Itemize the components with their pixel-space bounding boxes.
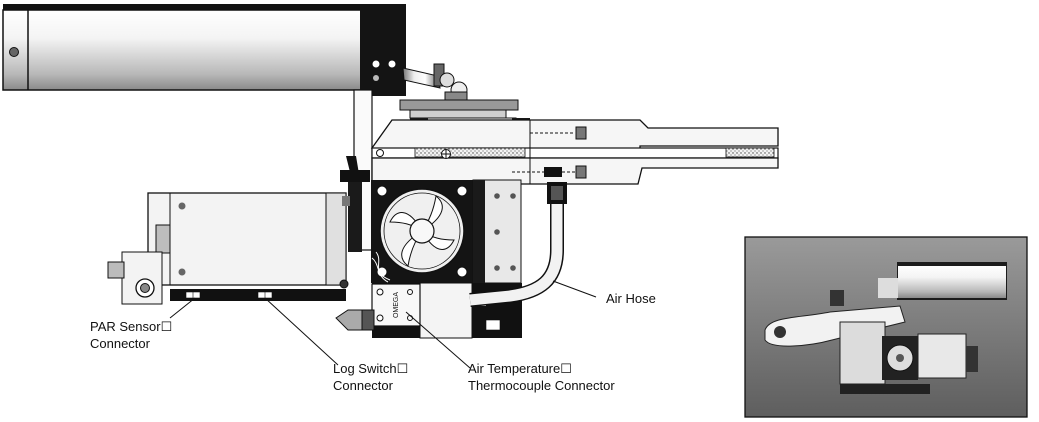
air-temperature-label-line1: Air Temperature☐ [468,361,572,376]
log-switch-label-line2: Connector [333,378,393,393]
fan-housing [371,180,473,283]
controller-box [107,192,349,305]
air-hose-icon [469,182,567,307]
adjustment-knob [402,63,468,103]
par-sensor-label-line1: PAR Sensor☐ [90,319,173,334]
hinge-clip [340,156,370,252]
side-block [472,179,522,284]
omega-brand-text: OMEGA [393,292,400,318]
par-sensor-label-line2: Connector [90,336,150,351]
product-photo [744,236,1028,418]
air-hose-label: Air Hose [606,291,656,306]
nozzle [335,309,375,331]
leader-lines [169,280,597,369]
par-sensor-label: PAR Sensor☐ Connector [90,318,172,352]
air-temperature-label: Air Temperature☐ Thermocouple Connector [468,360,615,394]
bnc-connector-icon [135,278,155,298]
log-switch-label: Log Switch☐ Connector [333,360,408,394]
air-temperature-label-line2: Thermocouple Connector [468,378,615,393]
thermocouple-connector: OMEGA [371,283,421,327]
fan-icon [379,188,465,274]
log-switch-label-line1: Log Switch☐ [333,361,409,376]
sensor-housing [2,4,406,96]
leaf-arm [370,119,779,185]
